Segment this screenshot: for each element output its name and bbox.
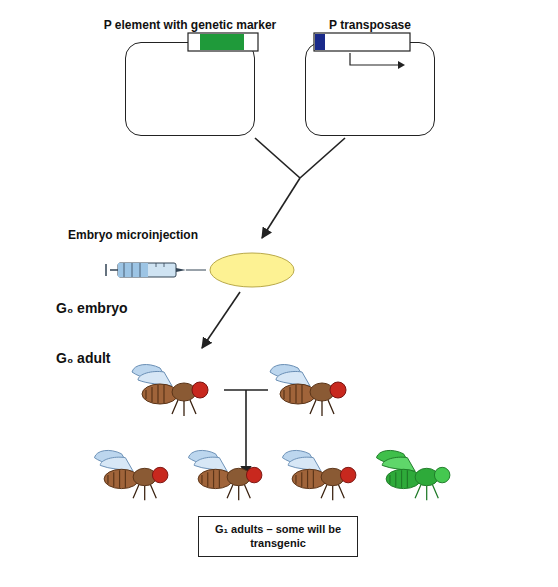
plasmid-heading: P transposase [305,18,435,32]
generation-label: G₀ embryo [56,300,128,316]
embryo [210,253,294,287]
plasmid-heading: P element with genetic marker [104,18,277,32]
flow-arrow [202,292,240,348]
fly [270,365,346,416]
flow-arrow [262,178,300,238]
fly [282,450,355,500]
transgenic-fly [376,450,449,500]
merge-line [255,138,300,178]
plasmid-insert [126,31,274,71]
plasmid-outline [305,42,435,136]
cross-arrow [245,390,247,476]
plasmid-outline [125,42,255,136]
generation-label: G₀ adult [56,350,111,366]
plasmid-insert [306,31,454,71]
fly [94,450,167,500]
result-text: G₁ adults – some will be transgenic [207,522,349,551]
merge-line [300,138,345,178]
result-box: G₁ adults – some will be transgenic [198,516,358,557]
fly [188,450,261,500]
step-label: Embryo microinjection [68,228,198,242]
plasmid: P transposase [305,18,435,136]
syringe [106,263,206,277]
plasmid: P element with genetic marker [104,18,277,136]
fly [132,365,208,416]
